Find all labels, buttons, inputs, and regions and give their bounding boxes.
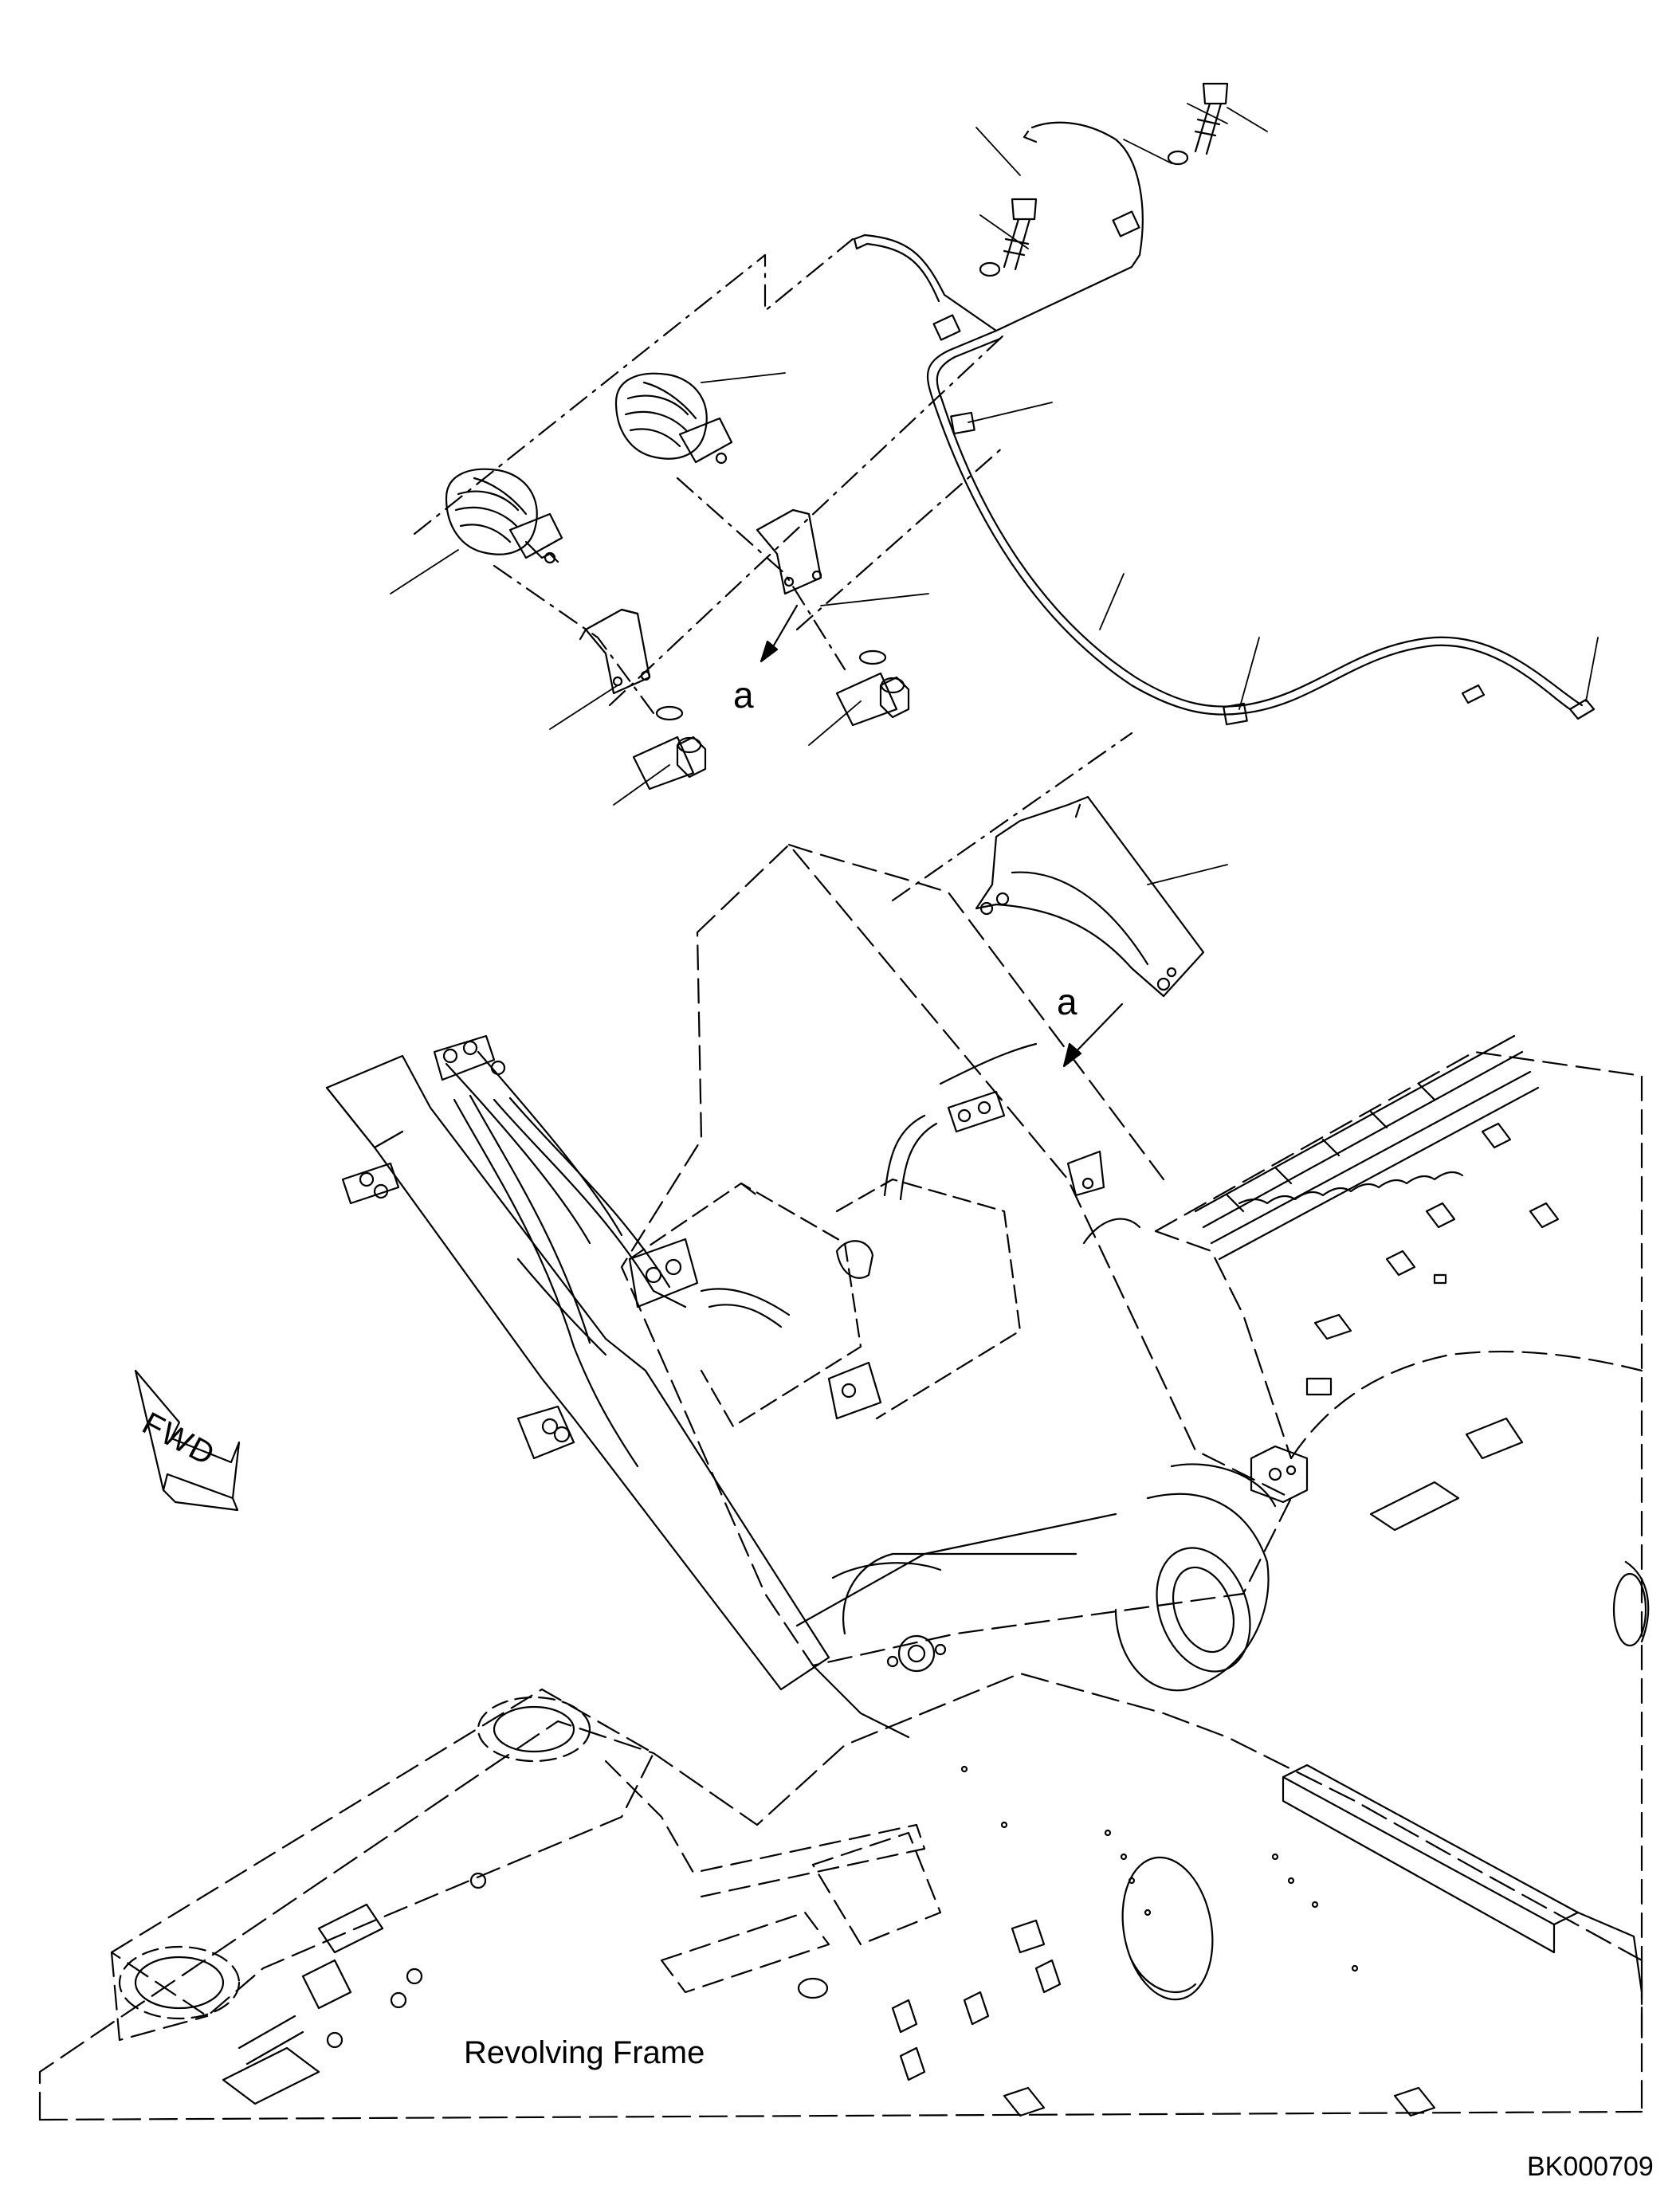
bolt-2 [1167, 82, 1229, 166]
view-arrow-top-head [760, 640, 779, 663]
track-frame [1104, 1034, 1650, 2042]
cab-bracket [628, 1178, 1022, 1428]
work-lamp-right [614, 372, 733, 465]
lamp-bracket-left [579, 608, 651, 695]
centre-lines [413, 237, 1133, 902]
leader-plate [1147, 864, 1228, 885]
view-arrow-bottom-head [1062, 1042, 1082, 1068]
leader-lines [390, 103, 1599, 806]
lamp-assembly [390, 82, 1599, 902]
boom [620, 843, 1293, 1739]
revolving-frame-label: Revolving Frame [464, 2035, 705, 2070]
nut-right [835, 649, 910, 727]
bolt-1 [979, 198, 1038, 277]
fwd-arrow-icon [134, 1369, 241, 1512]
work-lamp-left [445, 468, 563, 564]
revolving-frame [38, 1672, 1643, 2121]
nut-left [632, 705, 707, 791]
view-arrow-top [767, 604, 799, 655]
wiring-harness [853, 121, 1596, 726]
drawing-number: BK000709 [1527, 2152, 1654, 2182]
view-arrow-bottom [1070, 1002, 1124, 1057]
lamp-bracket-right [756, 508, 822, 595]
hydraulic-hoses [453, 1042, 1038, 1468]
callout-a-top: a [733, 674, 754, 716]
boom-clamps [341, 1034, 1105, 1460]
boom-cylinder [325, 1050, 947, 1691]
mounting-plate [975, 795, 1205, 998]
callout-a-bottom: a [1057, 981, 1077, 1022]
